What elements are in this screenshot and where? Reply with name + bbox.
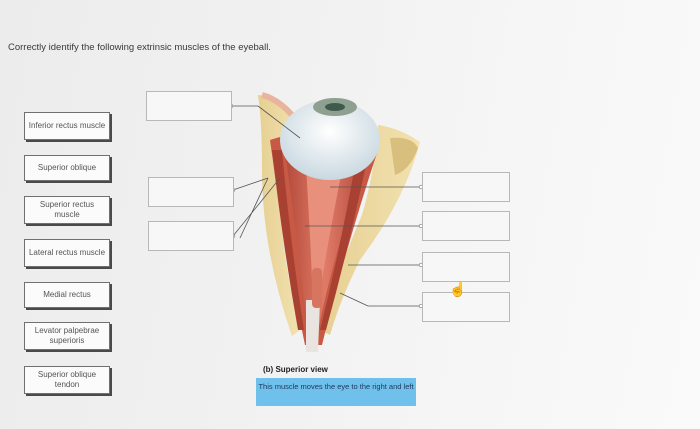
drop-zone-4[interactable] — [422, 172, 510, 202]
drop-zone-1[interactable] — [146, 91, 232, 121]
feedback-tooltip: This muscle moves the eye to the right a… — [256, 378, 416, 406]
hand-pointer-cursor-icon: ☝ — [449, 281, 466, 298]
drop-zone-5[interactable] — [422, 211, 510, 241]
drop-zone-3[interactable] — [148, 221, 234, 251]
superior-oblique-tendon-shape — [312, 268, 322, 308]
pupil — [325, 103, 345, 111]
drop-zone-2[interactable] — [148, 177, 234, 207]
drop-zone-6[interactable] — [422, 252, 510, 282]
figure-caption: (b) Superior view — [263, 365, 328, 374]
